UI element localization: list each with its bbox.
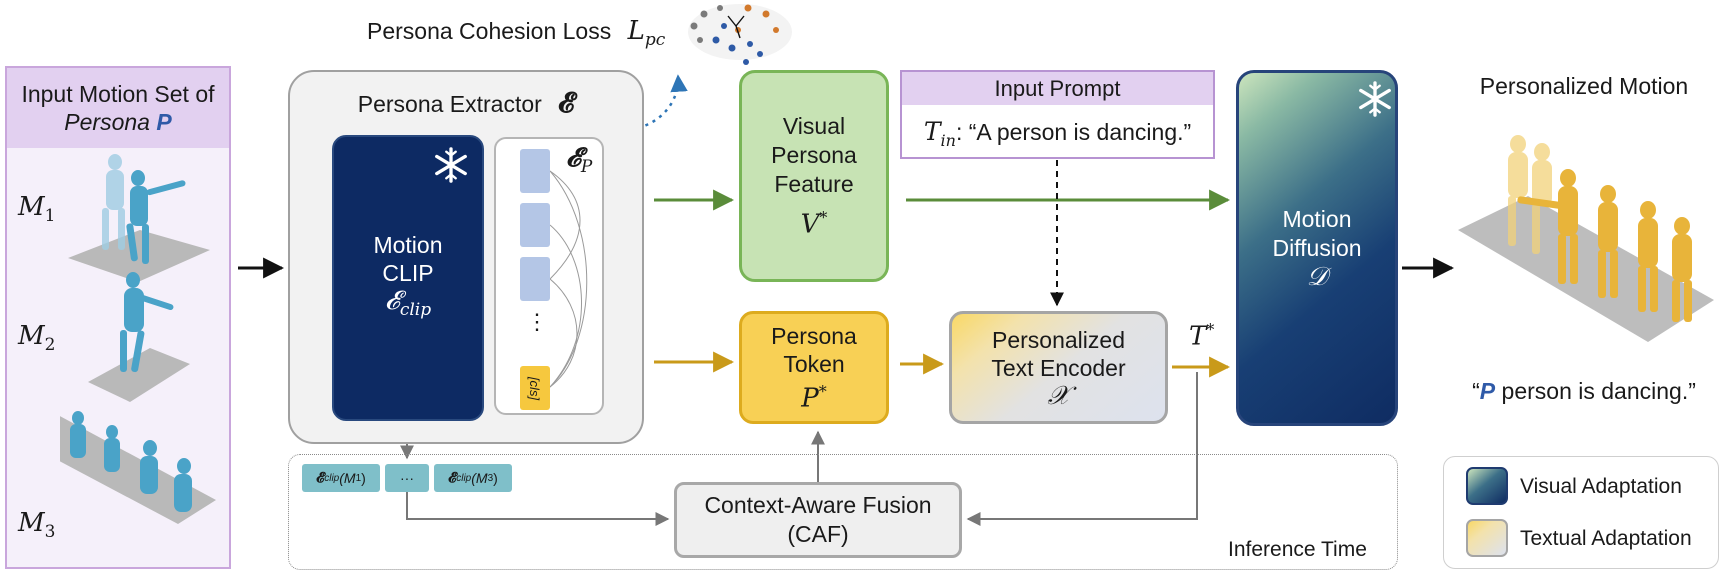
persona-symbol: P	[156, 109, 172, 135]
persona-encoder-token-2	[520, 203, 550, 247]
persona-encoder-symbol: 𝓔P	[566, 143, 593, 178]
context-aware-fusion-block: Context-Aware Fusion (CAF)	[674, 482, 962, 558]
text-encoder-line2: Text Encoder	[991, 354, 1126, 381]
extractor-symbol: 𝓔	[558, 86, 575, 119]
persona-cohesion-loss-label: Persona Cohesion Loss Lpc	[367, 16, 665, 50]
visual-feature-line2: Persona	[771, 142, 857, 169]
motion-label-1: M1	[18, 192, 56, 227]
legend-visual-swatch	[1466, 467, 1508, 505]
legend-textual-swatch	[1466, 519, 1508, 557]
input-set-title-line2: Persona P	[64, 108, 171, 136]
motion-clip-line1: Motion	[373, 232, 443, 259]
visual-feature-symbol: V*	[800, 208, 828, 240]
diffusion-line1: Motion	[1282, 205, 1352, 232]
personalized-motion-title: Personalized Motion	[1479, 73, 1689, 99]
persona-word: Persona	[64, 109, 150, 135]
output-persona-symbol: P	[1479, 378, 1496, 404]
text-encoder-symbol: 𝒳	[1047, 380, 1070, 411]
tstar-to-caf-arrow	[966, 372, 1198, 526]
motion-clip-block: Motion CLIP 𝓔clip	[332, 135, 484, 421]
motion-label-3: M3	[18, 508, 56, 543]
persona-extractor-title: Persona Extractor 𝓔	[288, 86, 644, 120]
caf-line2: (CAF)	[787, 521, 849, 547]
output-caption: “P person is dancing.”	[1472, 378, 1696, 404]
motion-1-figure	[68, 154, 210, 282]
input-motions-illustration	[60, 154, 216, 524]
persona-token-block: Persona Token P*	[739, 311, 889, 424]
motion-2-figure	[88, 272, 190, 402]
loss-symbol: Lpc	[627, 16, 666, 51]
persona-encoder-block: ⋮ [cls] 𝓔P	[494, 137, 604, 415]
diffusion-symbol: 𝒟	[1306, 261, 1328, 292]
caf-line1: Context-Aware Fusion	[704, 492, 932, 518]
inference-time-label: Inference Time	[1228, 538, 1367, 561]
inference-time-region	[288, 454, 1398, 570]
t-star-label: T*	[1189, 320, 1215, 352]
motion-clip-line2: CLIP	[382, 260, 434, 287]
persona-cluster-illustration	[688, 4, 792, 65]
persona-token-symbol: P*	[801, 382, 827, 414]
input-prompt-header: Input Prompt	[902, 72, 1213, 105]
personalized-motion-illustration	[1458, 135, 1714, 342]
input-set-title-line1: Input Motion Set of	[21, 81, 215, 107]
visual-feature-line3: Feature	[774, 171, 854, 198]
motion-diffusion-block: Motion Diffusion 𝒟	[1236, 70, 1398, 426]
visual-feature-line1: Visual	[782, 113, 846, 140]
diffusion-snowflake-icon	[1359, 81, 1391, 117]
cls-token: [cls]	[520, 366, 550, 410]
personalized-text-encoder-block: Personalized Text Encoder 𝒳	[949, 311, 1168, 424]
frozen-snowflake-icon	[435, 147, 467, 183]
motion-label-2: M2	[18, 321, 56, 356]
input-set-header: Input Motion Set of Persona P	[7, 68, 229, 148]
attention-arcs	[550, 170, 588, 388]
persona-encoder-ellipsis: ⋮	[526, 309, 548, 334]
extractor-title-text: Persona Extractor	[357, 91, 542, 117]
persona-encoder-token-3	[520, 257, 550, 301]
text-encoder-line1: Personalized	[992, 326, 1125, 353]
chips-to-caf-arrow	[406, 492, 670, 526]
motion-3-figure	[60, 411, 216, 524]
motion-clip-symbol: 𝓔clip	[384, 286, 432, 321]
input-prompt-box: Input Prompt Tin: “A person is dancing.”	[900, 70, 1215, 159]
loss-label-text: Persona Cohesion Loss	[367, 18, 612, 44]
diffusion-line2: Diffusion	[1272, 234, 1362, 261]
legend-visual-label: Visual Adaptation	[1520, 475, 1682, 498]
persona-encoder-token-1	[520, 149, 550, 193]
persona-token-line1: Persona	[771, 323, 857, 350]
legend-textual-label: Textual Adaptation	[1520, 527, 1692, 550]
visual-persona-feature-block: Visual Persona Feature V*	[739, 70, 889, 282]
clip-embedding-chip-ellipsis: ···	[385, 464, 429, 492]
input-prompt-text: Tin: “A person is dancing.”	[923, 116, 1192, 150]
legend-box: Visual Adaptation Textual Adaptation	[1443, 456, 1719, 569]
persona-token-line2: Token	[783, 351, 845, 378]
